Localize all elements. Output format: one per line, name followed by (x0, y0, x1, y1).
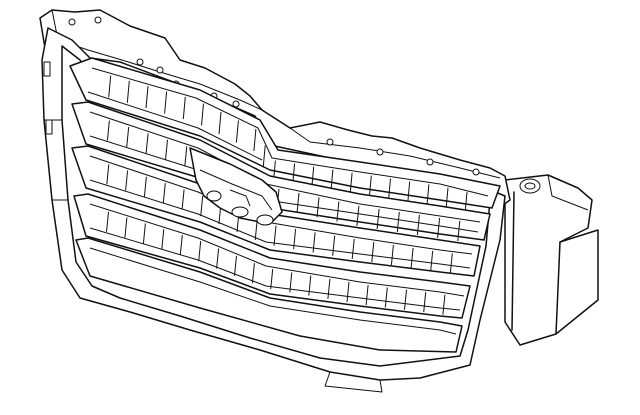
grille-slat (407, 181, 411, 204)
grille-slat (416, 214, 420, 235)
grille-slat (200, 196, 204, 217)
grille-slat (143, 176, 147, 197)
grille-slat (289, 272, 293, 293)
grille-slat (126, 126, 130, 147)
grille-slat (142, 223, 146, 244)
grille-slat (218, 112, 222, 135)
grille-slat (296, 192, 300, 214)
grille-slat (404, 289, 407, 310)
grille-slat (262, 145, 266, 168)
grille-slat (312, 232, 316, 253)
grille-slat (106, 211, 109, 232)
grille-slat (270, 269, 274, 290)
grille-slat (106, 120, 110, 141)
side-bracket (504, 174, 599, 346)
grille-slat (336, 201, 340, 222)
grille-slat (316, 197, 320, 218)
grille-slat (162, 183, 166, 204)
grille-slat (410, 247, 414, 269)
bar-4 (73, 193, 471, 319)
grille-slat (349, 172, 353, 195)
grille-slat (198, 241, 202, 262)
grille-slat (388, 178, 391, 201)
grille-slat (437, 217, 441, 238)
grille-slat (179, 235, 183, 256)
grille-slat (390, 244, 394, 266)
grille-slat (442, 294, 446, 315)
grille-slat (182, 96, 186, 119)
grille-slat (430, 250, 434, 271)
bottom-bar (75, 237, 463, 353)
grille-slat (161, 229, 165, 250)
grille-slat (164, 91, 168, 114)
bar-1 (69, 57, 501, 214)
grille-slat (457, 220, 461, 242)
grille-slat (254, 220, 258, 241)
grille-slat (351, 238, 355, 260)
grille-slat (145, 133, 149, 154)
grille-slat (368, 175, 372, 198)
grille-slat (376, 208, 380, 229)
grille-slat (445, 187, 449, 210)
grille-slat (124, 217, 128, 238)
bar-3 (71, 145, 481, 277)
grille-slat (184, 146, 188, 167)
grille-slat (293, 228, 297, 250)
grille-slat (346, 282, 350, 303)
grille-slat (365, 284, 369, 306)
grille-slat (253, 128, 257, 152)
grille-slat (356, 205, 360, 226)
grille-slat (108, 75, 112, 98)
grille-slat (423, 292, 427, 313)
grille-slat (234, 255, 237, 276)
grille-slat (165, 139, 168, 160)
grille-slat (251, 263, 255, 284)
grille-slat (273, 225, 277, 246)
grille-slat (384, 287, 388, 308)
grille-slat (201, 103, 204, 126)
grille-slat (396, 211, 400, 232)
grille-slat (371, 242, 375, 263)
grille-slat (125, 170, 129, 191)
grille-slat (126, 80, 130, 103)
grille-slat (106, 164, 110, 185)
grille-slat (308, 275, 312, 296)
grille-slat (235, 120, 239, 143)
grille-slat (426, 184, 430, 207)
grille-slat (327, 278, 331, 299)
center-emblem-bracket (189, 147, 283, 226)
grille-slat (449, 253, 453, 274)
grille-slat (216, 248, 220, 269)
grille-slat (332, 235, 336, 256)
grille-slat (145, 86, 149, 109)
grille-slat (181, 189, 185, 210)
